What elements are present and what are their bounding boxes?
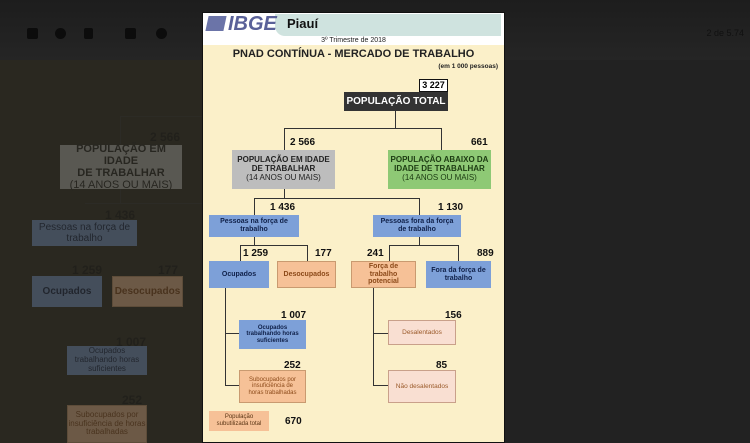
ibge-logo: IBGE <box>228 13 277 35</box>
unit-note: (em 1 000 pessoas) <box>438 63 498 70</box>
total-value: 3 227 <box>419 79 448 92</box>
report-icon[interactable] <box>55 28 66 39</box>
mark-read-icon[interactable] <box>125 28 136 39</box>
page-title: PNAD CONTÍNUA - MERCADO DE TRABALHO <box>232 48 475 60</box>
node-forca-trabalho: Pessoas na força de trabalho <box>209 215 299 237</box>
node-fora-forca: Pessoas fora da força de trabalho <box>373 215 461 237</box>
diagram-image: IBGE Piauí 3º Trimestre de 2018 PNAD CON… <box>202 12 505 443</box>
bg-forca-box: Pessoas na força de trabalho <box>32 220 137 246</box>
node-desocupados: Desocupados <box>277 261 336 288</box>
bg-desocupados-box: Desocupados <box>112 276 183 307</box>
header-banner <box>275 14 501 36</box>
node-populacao-total: POPULAÇÃO TOTAL <box>344 92 448 111</box>
node-horas-suficientes: Ocupados trabalhando horas suficientes <box>239 320 306 349</box>
bg-ocupados-box: Ocupados <box>32 276 102 307</box>
bg-suficientes-box: Ocupados trabalhando horas suficientes <box>67 346 147 375</box>
trash-icon[interactable] <box>84 28 93 39</box>
node-forca-potencial: Força de trabalho potencial <box>351 261 416 288</box>
clock-icon[interactable] <box>156 28 167 39</box>
node-nao-desalentados: Não desalentados <box>388 370 456 403</box>
node-desalentados: Desalentados <box>388 320 456 345</box>
node-ocupados: Ocupados <box>209 261 269 288</box>
node-fora-da-forca: Fora da força de trabalho <box>426 261 491 288</box>
bg-subocupados-box: Subocupados por insuficiência de horas t… <box>67 405 147 443</box>
background-document <box>0 60 205 443</box>
period: 3º Trimestre de 2018 <box>203 37 504 45</box>
archive-icon[interactable] <box>27 28 38 39</box>
ibge-logo-icon <box>205 16 227 31</box>
state-name: Piauí <box>287 16 319 31</box>
page-counter: 2 de 5.74 <box>706 28 744 38</box>
node-subutilizada: População subutilizada total <box>209 411 269 431</box>
node-subocupados: Subocupados por insuficiência de horas t… <box>239 370 306 403</box>
